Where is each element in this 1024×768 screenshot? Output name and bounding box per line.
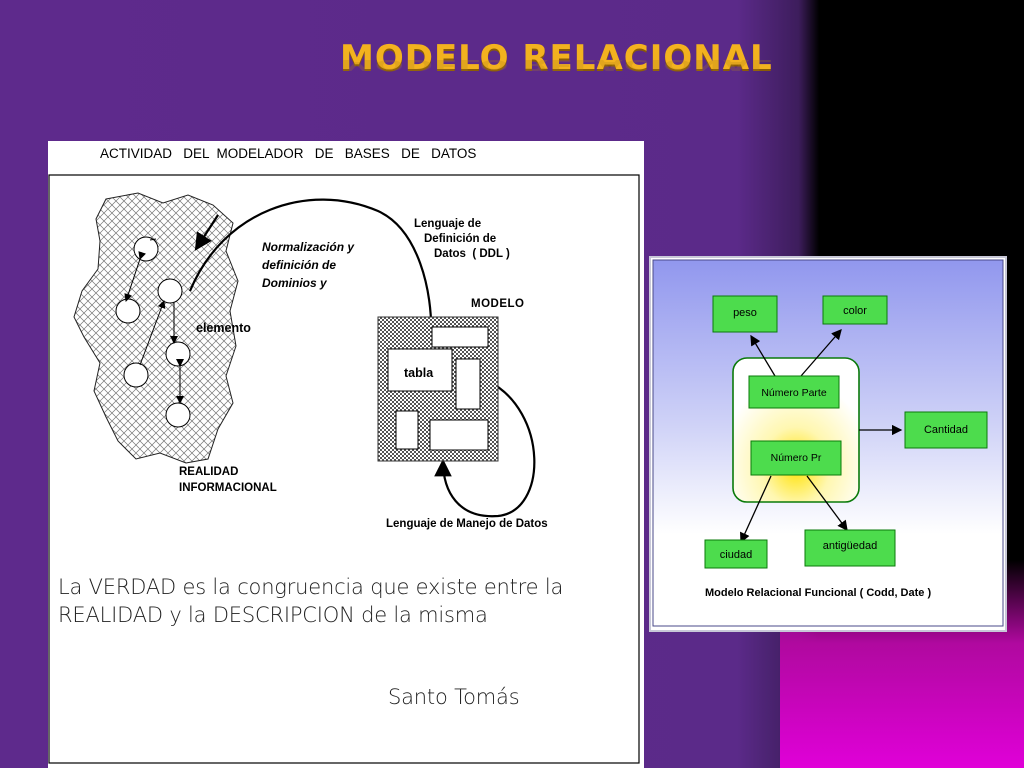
reality-label-line-2: INFORMACIONAL xyxy=(179,482,277,494)
entity-label-numero-parte: Número Parte xyxy=(761,387,827,399)
dml-label: Lenguaje de Manejo de Datos xyxy=(386,518,548,530)
modeler-diagram: ACTIVIDAD DEL MODELADOR DE BASES DE DATO… xyxy=(48,146,640,764)
element-circle xyxy=(115,298,141,324)
dml-arrow xyxy=(434,380,536,518)
attribute-box-peso xyxy=(712,295,778,333)
attribute-box-ciudad xyxy=(704,539,768,569)
model-label: MODELO xyxy=(471,298,524,310)
entity-box-numero-parte xyxy=(748,375,840,409)
element-circle xyxy=(133,236,159,262)
element-circle xyxy=(165,402,191,428)
normalization-line-3: Dominios y xyxy=(262,276,328,290)
quote-line-2: REALIDAD y la DESCRIPCION de la misma xyxy=(58,603,488,627)
attribute-label-cantidad: Cantidad xyxy=(924,424,968,436)
element-label: elemento xyxy=(196,321,251,335)
model-small-table xyxy=(455,358,481,410)
attribute-box-cantidad xyxy=(904,411,988,449)
table-label: tabla xyxy=(404,366,434,380)
diagram-caption: Modelo Relacional Funcional ( Codd, Date… xyxy=(705,587,931,599)
quote-line-1: La VERDAD es la congruencia que existe e… xyxy=(58,575,564,599)
ddl-line-3: Datos ( DDL ) xyxy=(434,248,510,260)
database-modeler-figure: ACTIVIDAD DEL MODELADOR DE BASES DE DATO… xyxy=(48,141,644,768)
element-circle xyxy=(123,362,149,388)
attribute-label-antiguedad: antigüedad xyxy=(823,540,877,552)
reality-label-line-1: REALIDAD xyxy=(179,466,238,478)
entity-box-numero-pr xyxy=(750,440,842,476)
attribute-label-ciudad: ciudad xyxy=(720,549,752,561)
normalization-arrow-head xyxy=(194,214,219,251)
functional-model-diagram: Número Parte Número Pr peso color Cantid… xyxy=(652,259,1004,627)
slide-title: MODELO RELACIONAL xyxy=(340,38,773,78)
model-small-table xyxy=(431,326,489,348)
figure-header: ACTIVIDAD DEL MODELADOR DE BASES DE DATO… xyxy=(100,146,476,161)
model-small-table xyxy=(395,410,419,450)
functional-model-figure: Número Parte Número Pr peso color Cantid… xyxy=(649,256,1007,632)
reality-blob xyxy=(73,192,239,464)
ddl-line-2: Definición de xyxy=(424,233,496,245)
quote-author: Santo Tomás xyxy=(388,685,520,709)
attribute-label-peso: peso xyxy=(733,307,757,319)
entity-label-numero-pr: Número Pr xyxy=(771,452,822,464)
model-small-table xyxy=(429,419,489,451)
model-table xyxy=(387,348,453,392)
attribute-box-color xyxy=(822,295,888,325)
normalization-line-2: definición de xyxy=(262,258,336,272)
ddl-line-1: Lenguaje de xyxy=(414,218,481,230)
normalization-line-1: Normalización y xyxy=(262,240,355,254)
attribute-box-antiguedad xyxy=(804,529,896,567)
attribute-label-color: color xyxy=(843,305,867,317)
normalization-arrow xyxy=(188,198,441,340)
inner-frame xyxy=(48,174,640,764)
element-circle xyxy=(165,341,191,367)
element-circle xyxy=(157,278,183,304)
